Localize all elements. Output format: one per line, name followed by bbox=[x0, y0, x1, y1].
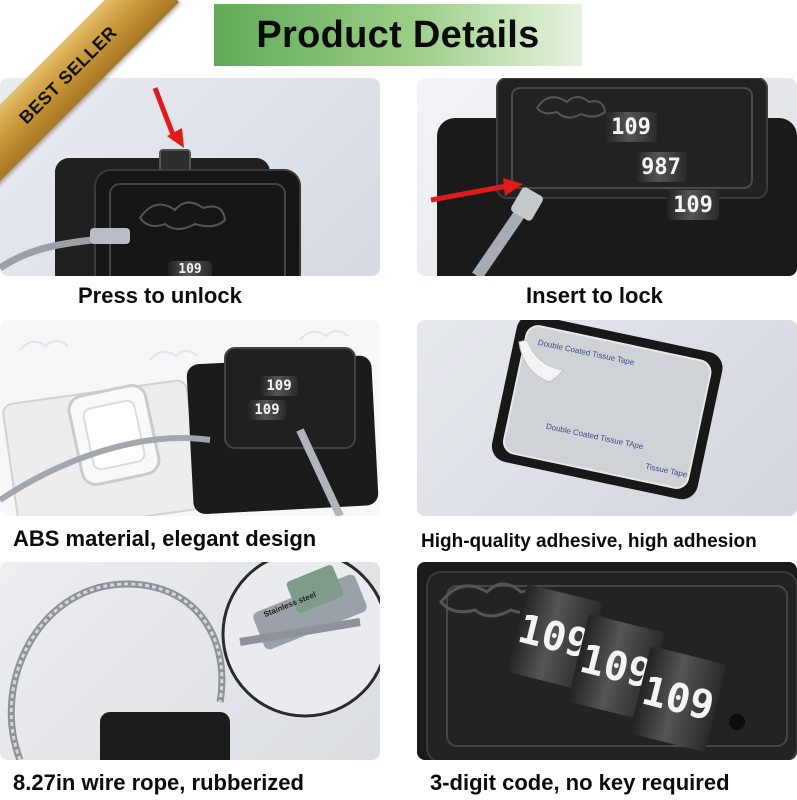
panel-3-digit-code: 109 109 109 bbox=[417, 562, 797, 760]
best-seller-ribbon-wrap: BEST SELLER bbox=[0, 0, 200, 200]
caption-3-digit-code: 3-digit code, no key required bbox=[430, 770, 730, 795]
caption-adhesive: High-quality adhesive, high adhesion bbox=[421, 531, 757, 552]
panel-abs-material: 109 109 bbox=[0, 320, 380, 516]
panel-insert-to-lock: 109 987 109 bbox=[417, 78, 797, 276]
panel-wire-rope: Stainless steel bbox=[0, 562, 380, 760]
caption-insert-to-lock: Insert to lock bbox=[526, 283, 663, 308]
lock-insert-illustration bbox=[430, 78, 797, 276]
best-seller-ribbon: BEST SELLER bbox=[0, 0, 180, 187]
caption-abs-material: ABS material, elegant design bbox=[13, 526, 317, 551]
header-banner: Product Details bbox=[214, 4, 582, 66]
dial-digits: 109 bbox=[168, 261, 212, 276]
panel-adhesive: Double Coated Tissue Tape Double Coated … bbox=[417, 320, 797, 516]
best-seller-label: BEST SELLER bbox=[14, 21, 121, 128]
wire-rope-illustration bbox=[7, 562, 380, 760]
caption-wire-rope: 8.27in wire rope, rubberized bbox=[13, 770, 304, 795]
abs-material-illustration bbox=[0, 330, 379, 516]
page-title: Product Details bbox=[256, 13, 540, 56]
dial-digits-1: 109 bbox=[605, 112, 657, 142]
caption-press-to-unlock: Press to unlock bbox=[78, 283, 242, 308]
dial-digits-1: 109 bbox=[260, 376, 298, 396]
dial-digits-3: 109 bbox=[667, 190, 719, 220]
adhesive-tape-illustration bbox=[491, 320, 723, 500]
dial-digits-2: 987 bbox=[635, 152, 687, 182]
dial-digits-2: 109 bbox=[248, 400, 286, 420]
lock-press-illustration bbox=[0, 87, 301, 276]
panel-press-to-unlock: 109 bbox=[0, 78, 380, 276]
